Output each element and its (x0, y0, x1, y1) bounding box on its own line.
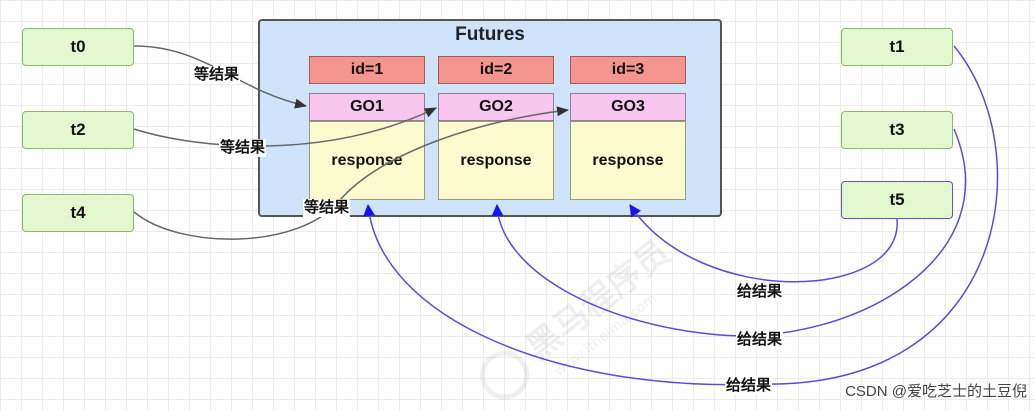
give-label-t1: 给结果 (725, 377, 773, 395)
wait-label-t2: 等结果 (219, 139, 267, 157)
give-label-t5: 给结果 (736, 283, 784, 301)
future-1-go: GO1 (309, 93, 425, 121)
thread-t2: t2 (22, 111, 134, 149)
future-2-go: GO2 (438, 93, 554, 121)
future-2-id: id=2 (438, 56, 554, 84)
thread-t5: t5 (841, 181, 953, 219)
wait-arrow-t2 (133, 107, 437, 147)
wait-label-t4: 等结果 (303, 199, 351, 217)
wait-arrow-t4 (133, 106, 569, 240)
give-arrow-t3 (491, 128, 967, 337)
wait-label-t0: 等结果 (193, 66, 241, 84)
thread-t0: t0 (22, 28, 134, 66)
future-3-response: response (570, 121, 686, 200)
thread-t4: t4 (22, 194, 134, 232)
logo-circle-icon (479, 350, 529, 400)
thread-t3: t3 (841, 111, 953, 149)
watermark-text: CSDN @爱吃芝士的土豆倪 (845, 383, 1027, 400)
give-label-t3: 给结果 (736, 331, 784, 349)
future-3-id: id=3 (570, 56, 686, 84)
future-3-go: GO3 (570, 93, 686, 121)
futures-title: Futures (455, 24, 525, 45)
thread-t1: t1 (841, 28, 953, 66)
future-1-id: id=1 (309, 56, 425, 84)
future-1-response: response (309, 121, 425, 200)
give-arrow-t1 (363, 45, 999, 386)
give-arrow-t5 (629, 204, 898, 283)
